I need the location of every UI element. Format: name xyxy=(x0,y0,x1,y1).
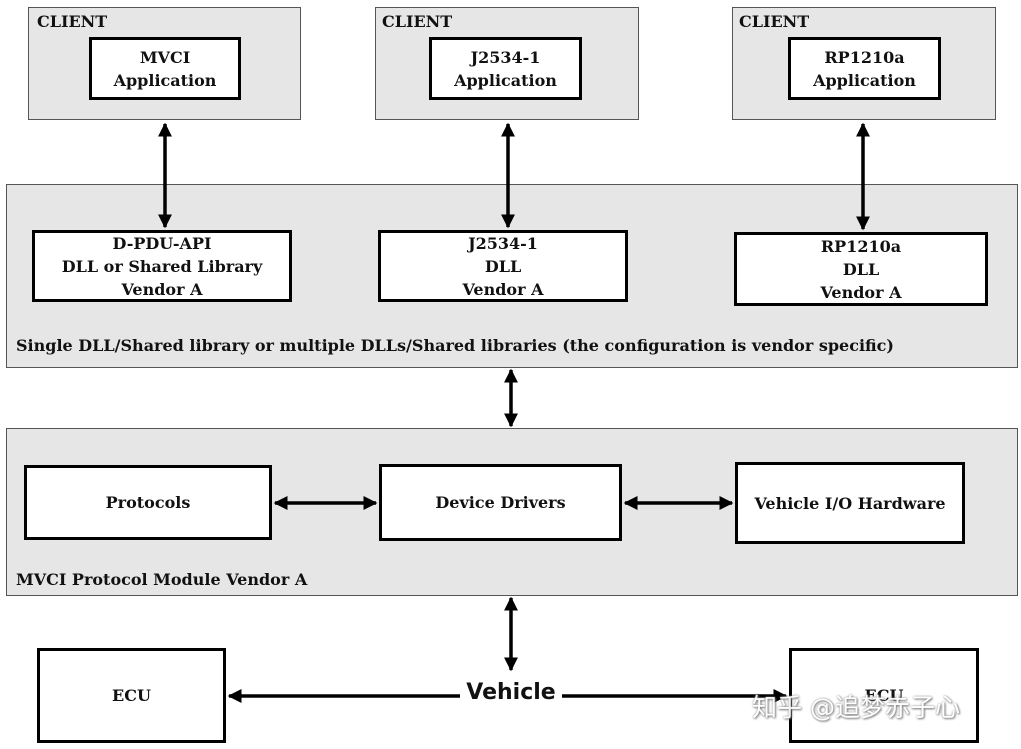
box-line: Vendor A xyxy=(121,279,203,299)
client-panel-2: CLIENT xyxy=(375,7,639,120)
ecu-right-box: ECU xyxy=(789,648,979,743)
box-line: Vendor A xyxy=(820,282,902,302)
device-drivers-box: Device Drivers xyxy=(379,464,622,541)
box-line: J2534-1 xyxy=(470,47,541,67)
client-label: CLIENT xyxy=(739,12,810,31)
j2534-dll-box: J2534-1 DLL Vendor A xyxy=(378,230,628,302)
box-line: ECU xyxy=(112,686,151,705)
box-line: DLL xyxy=(842,259,880,279)
box-line: Application xyxy=(813,70,916,90)
ecu-left-box: ECU xyxy=(37,648,226,743)
vehicle-label: Vehicle xyxy=(460,680,562,705)
box-line: DLL xyxy=(484,256,522,276)
box-line: RP1210a xyxy=(820,236,902,256)
protocols-box: Protocols xyxy=(24,465,272,540)
box-line: Application xyxy=(454,70,557,90)
box-line: MVCI xyxy=(139,47,191,67)
box-line: ECU xyxy=(864,686,904,705)
mvci-application-box: MVCI Application xyxy=(89,37,241,100)
box-line: RP1210a xyxy=(824,47,905,67)
watermark-text: 知乎 @追梦赤子心 xyxy=(752,693,960,722)
client-label: CLIENT xyxy=(382,12,453,31)
d-pdu-api-dll-box: D-PDU-API DLL or Shared Library Vendor A xyxy=(32,230,292,302)
rp1210a-dll-box: RP1210a DLL Vendor A xyxy=(734,232,988,306)
box-line: DLL or Shared Library xyxy=(61,256,263,276)
box-line: Application xyxy=(113,70,217,90)
box-line: D-PDU-API xyxy=(112,233,212,253)
j2534-application-box: J2534-1 Application xyxy=(429,37,582,100)
client-panel-1: CLIENT xyxy=(28,7,301,120)
dll-layer-caption: Single DLL/Shared library or multiple DL… xyxy=(16,336,894,355)
box-line: Protocols xyxy=(105,493,191,512)
client-label: CLIENT xyxy=(37,12,108,31)
box-line: Device Drivers xyxy=(435,493,566,512)
box-line: Vendor A xyxy=(462,279,544,299)
rp1210a-application-box: RP1210a Application xyxy=(788,37,941,100)
box-line: J2534-1 xyxy=(468,233,538,253)
box-line: Vehicle I/O Hardware xyxy=(754,493,946,513)
module-layer-caption: MVCI Protocol Module Vendor A xyxy=(16,570,308,589)
vehicle-io-hardware-box: Vehicle I/O Hardware xyxy=(735,462,965,544)
